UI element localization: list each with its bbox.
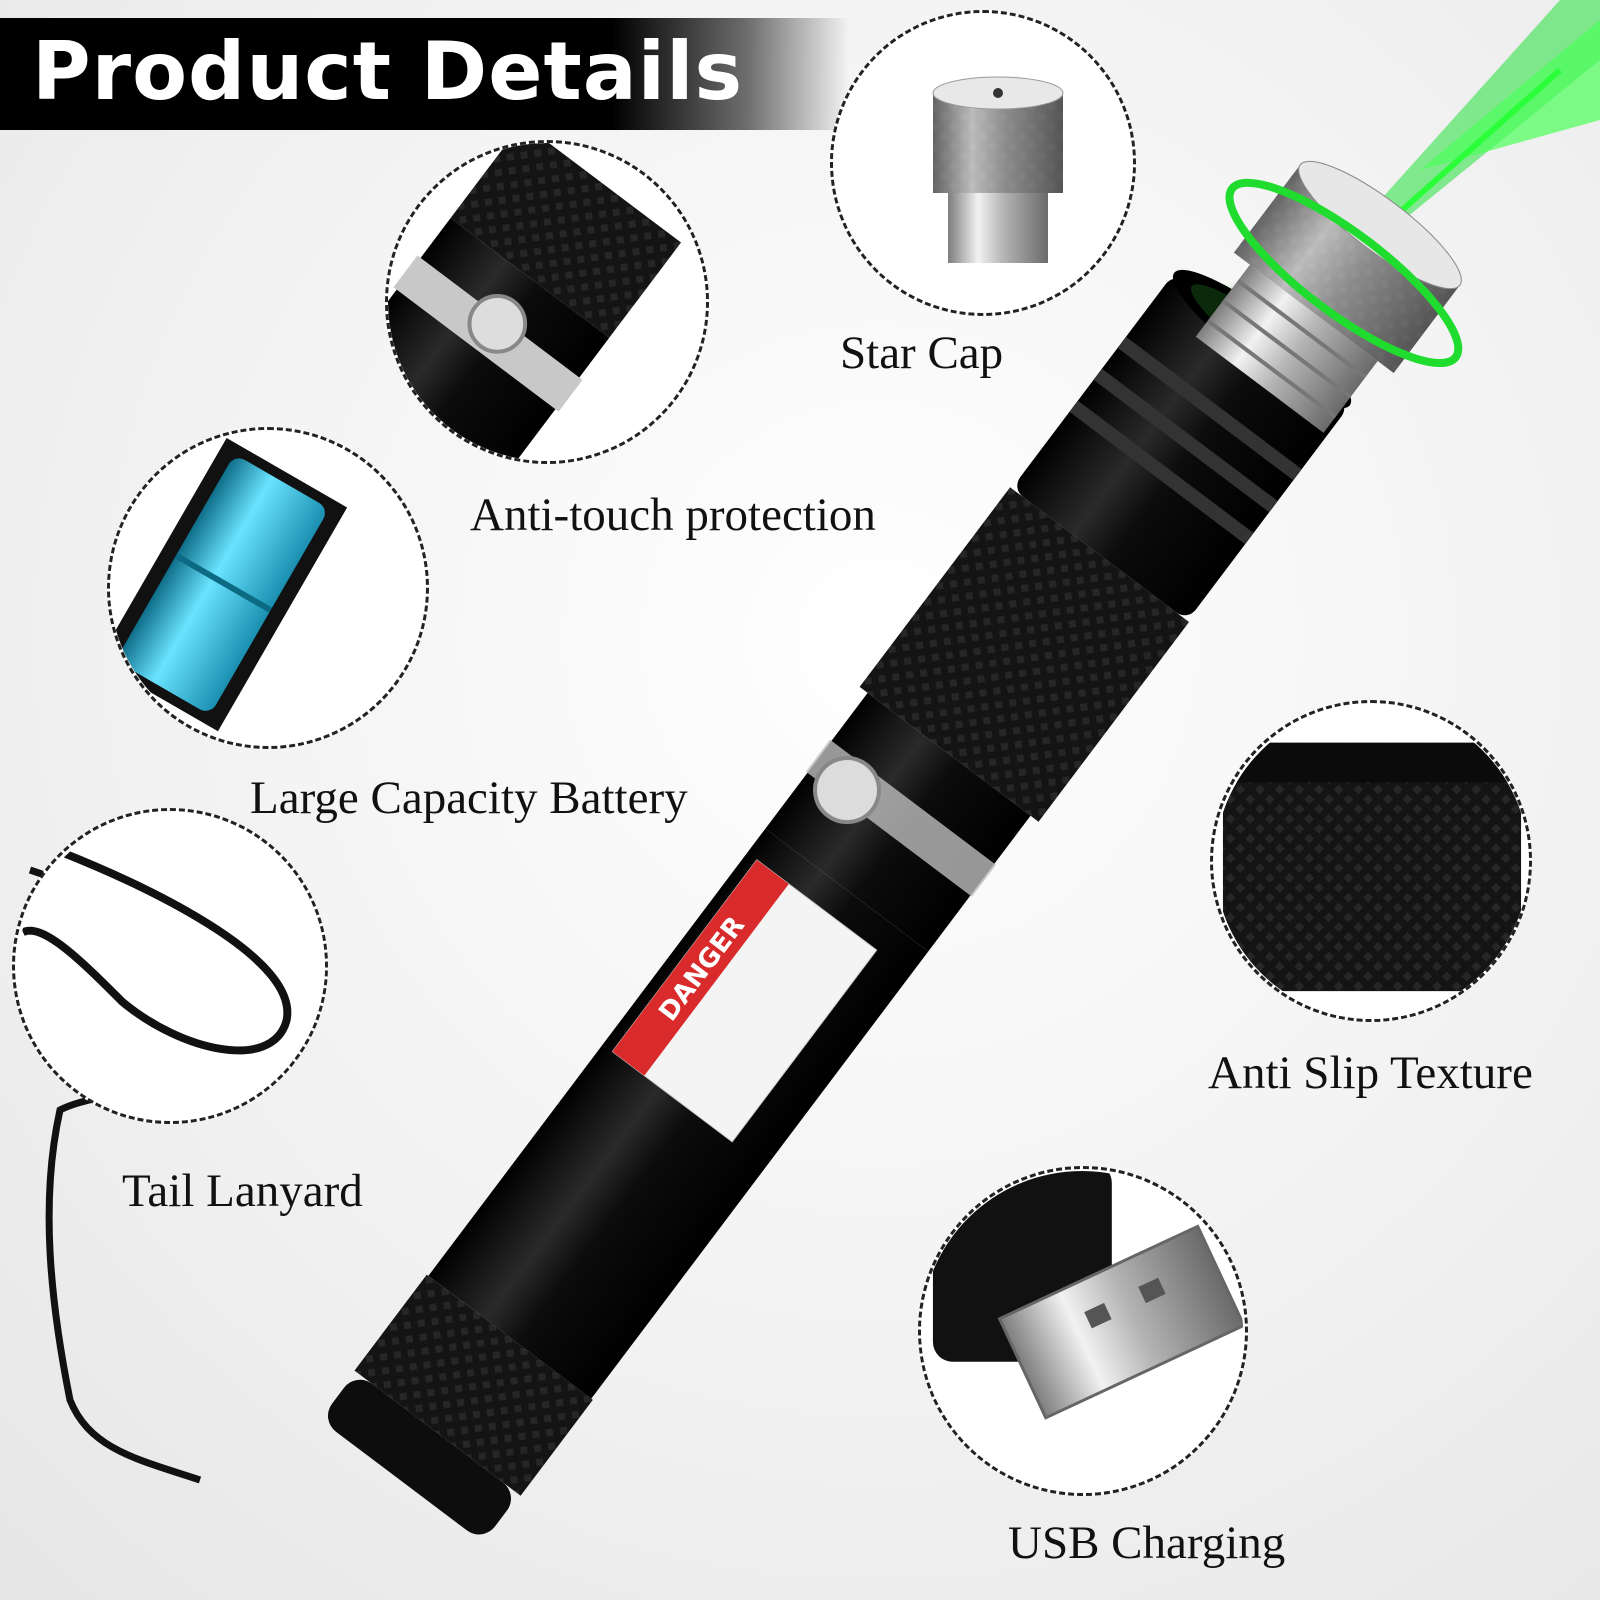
label-battery: Large Capacity Battery <box>250 772 688 824</box>
star-cap-detached <box>1195 160 1463 433</box>
battery-detail-circle <box>107 427 429 749</box>
label-anti-touch: Anti-touch protection <box>470 489 876 541</box>
anti-touch-detail-circle <box>385 140 709 464</box>
lanyard-detail-circle <box>12 808 328 1124</box>
usb-detail-circle <box>918 1166 1248 1496</box>
lanyard-icon <box>21 849 292 1055</box>
page-title: Product Details <box>32 25 744 118</box>
usb-connector-icon <box>997 1224 1244 1420</box>
anti-slip-detail-circle <box>1210 700 1532 1022</box>
label-tail-lanyard: Tail Lanyard <box>122 1165 363 1217</box>
switch-button-icon <box>467 294 528 354</box>
laser-body: DANGER <box>327 269 1352 1535</box>
knurled-texture-icon <box>1222 742 1522 992</box>
label-anti-slip: Anti Slip Texture <box>1208 1047 1533 1099</box>
star-cap-detail-circle <box>830 10 1136 316</box>
label-usb-charging: USB Charging <box>1008 1517 1286 1569</box>
title-banner: Product Details <box>0 18 850 130</box>
label-star-cap: Star Cap <box>840 327 1004 379</box>
